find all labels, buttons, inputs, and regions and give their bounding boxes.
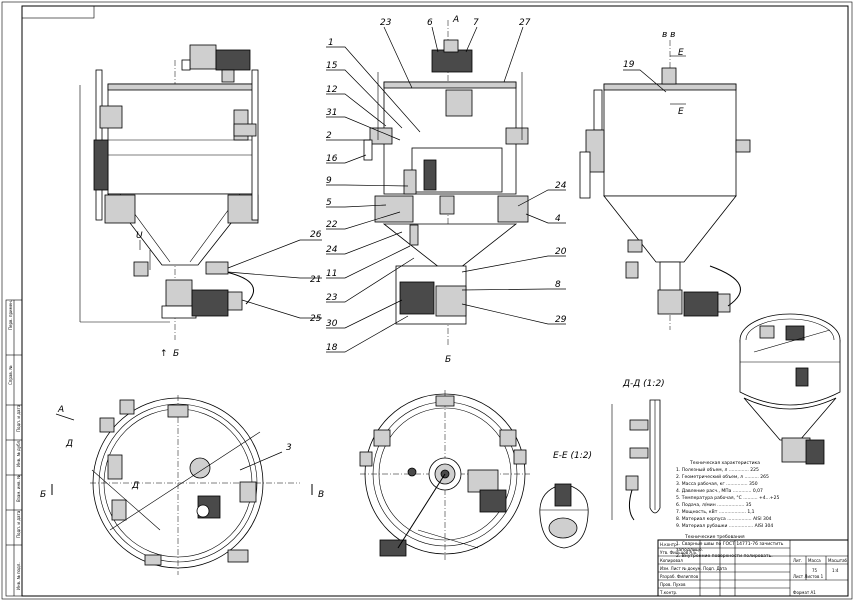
spec-line: 3. Масса рабочая, кг ............... 350 (676, 481, 758, 487)
part-number: 22 (326, 220, 338, 230)
spec-line: 5. Температура рабочая, °С .......... +4… (676, 495, 780, 501)
side-strip-label: Взам. инв. № (16, 475, 21, 502)
svg-text:U: U (136, 231, 143, 241)
spec-heading: Техническая характеристика (689, 460, 760, 466)
side-strip-label: Справ. № (8, 366, 13, 385)
part-number: 19 (623, 60, 635, 70)
spec-line: 4. Давление расч., МПа ............. 0,0… (676, 488, 763, 494)
section-title: Е-Е (1:2) (553, 451, 592, 461)
view-label: Д (65, 439, 73, 449)
part-number: 2 (326, 131, 332, 141)
title-row: Н.контр. (660, 542, 678, 547)
part-number: 1 (328, 38, 334, 48)
left-view-leaders: 26 21 25 (227, 230, 322, 324)
isometric-view (739, 313, 841, 465)
spec-line: 8. Материал корпуса ................. AI… (676, 516, 772, 522)
stage-header: Масса (808, 558, 821, 563)
svg-text:↑: ↑ (160, 349, 168, 359)
part-number: 5 (326, 198, 332, 208)
center-right-labels: 24 4 20 8 29 (461, 181, 567, 325)
title-row: Разраб. Филиппов (660, 574, 699, 579)
part-number: 4 (555, 214, 561, 224)
title-row: Утв. Фильцов А.Б. (660, 550, 697, 555)
title-block: Изм. Лист № докум. Подп. Дата Разраб. Фи… (657, 539, 849, 597)
part-number: 12 (326, 85, 338, 95)
format-label: Формат A1 (793, 590, 816, 595)
view-label: Б (173, 349, 179, 359)
view-label: в в (662, 30, 675, 40)
part-number: 6 (427, 18, 433, 28)
title-row: Т.контр. (659, 590, 677, 595)
view-label: Е (678, 107, 684, 117)
part-number: 7 (473, 18, 479, 28)
view-label: Б (40, 490, 46, 500)
title-row: Изм. Лист № докум. Подп. Дата (660, 566, 727, 571)
left-front-view: Б ↑ U (79, 44, 259, 359)
section-title: Д-Д (1:2) (622, 379, 665, 389)
part-number: 15 (326, 61, 338, 71)
sheet-info: Лист Листов 1 (793, 574, 824, 579)
view-label: Е (678, 48, 684, 58)
part-number: 24 (326, 245, 338, 255)
right-side-view: в в Е Е 19 (579, 30, 751, 330)
part-number: 21 (310, 275, 321, 285)
part-number: 16 (326, 154, 338, 164)
part-number: 20 (555, 247, 567, 257)
title-row: Копировал (660, 558, 683, 563)
spec-line: 9. Материал рубашки ................. AI… (676, 523, 773, 529)
part-number: 23 (380, 18, 392, 28)
part-number: 29 (555, 315, 567, 325)
side-strip: Перв. примен. Справ. № Подп. и дата Инв.… (8, 300, 21, 590)
part-number: 24 (555, 181, 567, 191)
section-dd: Д-Д (1:2) (611, 379, 665, 521)
stage-header: Лит. (793, 558, 802, 563)
stage-header: Масштаб (828, 558, 848, 563)
view-label: Б (445, 355, 451, 365)
center-left-labels: 1 15 12 31 2 16 9 5 22 24 11 23 30 18 (326, 38, 421, 353)
part-number: 18 (326, 343, 338, 353)
spec-table: Техническая характеристика 1. Полезный о… (676, 460, 780, 529)
part-number: 23 (326, 293, 338, 303)
spec-line: 2. Геометрический объем, л .......... 26… (676, 473, 769, 480)
part-number: 31 (326, 108, 337, 118)
view-label: В (318, 490, 324, 500)
part-number: 11 (326, 269, 337, 279)
spec-line: 1. Полезный объем, л .............. 225 (676, 466, 759, 473)
part-number: 3 (286, 443, 292, 453)
title-row: Пров. Пухов (660, 582, 686, 587)
part-number: 8 (555, 280, 561, 290)
part-number: 26 (310, 230, 322, 240)
side-strip-label: Перв. примен. (8, 300, 13, 330)
view-label: A (452, 15, 459, 25)
spec-line: 6. Подача, л/мин ................... 35 (676, 502, 752, 508)
part-number: 30 (326, 319, 338, 329)
part-number: 9 (326, 176, 332, 186)
center-front-view: Б (363, 20, 529, 365)
center-top-labels: 23 6 A 7 27 (380, 15, 531, 89)
view-label: Д (131, 481, 139, 491)
part-number: 27 (519, 18, 531, 28)
side-strip-label: Инв. № дубл. (16, 440, 21, 467)
view-label: А (57, 405, 64, 415)
side-strip-label: Подп. и дата (16, 510, 21, 538)
plan-view-left: А Д Д 3 Б В (40, 395, 324, 575)
plan-view-center (359, 390, 530, 560)
note-line: 1. Сварные швы по ГОСТ 14771-76 зачистит… (676, 541, 784, 547)
side-strip-label: Подп. и дата (16, 404, 21, 432)
notes-title: Технические требования (684, 534, 745, 540)
part-number: 25 (310, 314, 322, 324)
technical-notes: Технические требования 1. Сварные швы по… (676, 534, 784, 559)
note-line: заподлицо. (676, 548, 703, 553)
stage-value: 1:4 (832, 568, 839, 573)
spec-line: 7. Мощность, кВт ................... 1,1 (676, 509, 755, 515)
section-ee: Е-Е (1:2) (539, 451, 592, 549)
side-strip-label: Инв. № подл. (16, 562, 21, 590)
stage-value: 75 (812, 568, 818, 573)
